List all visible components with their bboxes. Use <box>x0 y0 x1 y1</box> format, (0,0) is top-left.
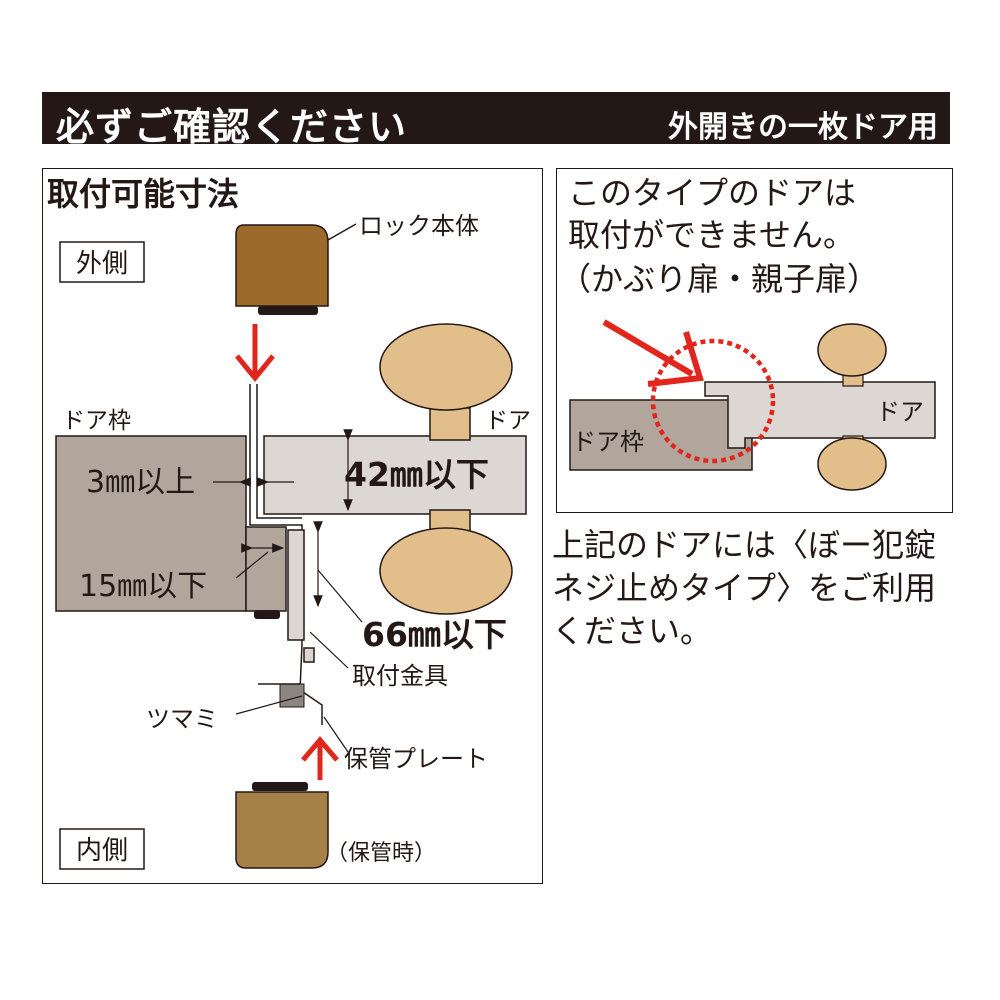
warning-line-2: 取付ができません。 <box>568 216 855 254</box>
inside-label-box <box>59 828 145 870</box>
knob-label: ツマミ <box>146 705 218 733</box>
red-arrow-up-icon <box>301 736 339 780</box>
overlay-frame-label: ドア枠 <box>572 428 644 456</box>
warning-line-1: このタイプのドアは <box>568 174 856 212</box>
outside-label: 外側 <box>76 249 128 279</box>
door-label: ドア <box>485 408 531 434</box>
note-text: 上記のドアには〈ぼー犯錠 ネジ止めタイプ〉をご利用 ください。 <box>552 526 937 650</box>
banner-subtitle: 外開きの一枚ドア用 <box>668 110 938 145</box>
door-block <box>263 435 527 515</box>
red-arrow-down-icon <box>235 324 275 382</box>
header-banner: 必ずご確認ください 外開きの一枚ドア用 <box>42 92 950 149</box>
mounting-bracket <box>249 384 323 725</box>
dim-66mm: 66㎜以下 <box>362 615 507 654</box>
door-frame-block <box>55 435 247 612</box>
warning-line-3: （かぶり扉・親子扉） <box>559 260 879 298</box>
inside-label: 内側 <box>76 836 128 866</box>
dimension-lines <box>213 429 363 753</box>
dim-3mm: 3㎜以上 <box>86 465 195 500</box>
left-heading: 取付可能寸法 <box>47 175 239 213</box>
frame-label: ドア枠 <box>62 408 131 434</box>
banner-title: 必ずご確認ください <box>56 105 408 149</box>
overlay-door-diagram <box>569 323 936 491</box>
plate-label: 保管プレート <box>344 745 488 773</box>
lock-body-stored <box>235 782 329 869</box>
storage-label: （保管時） <box>326 841 436 866</box>
red-pointer-arrow-icon <box>602 319 704 387</box>
lock-body-label: ロック本体 <box>359 212 479 240</box>
outside-label-box <box>59 241 145 283</box>
door-knob-icon <box>379 323 513 615</box>
overlay-door-label: ドア <box>876 398 924 426</box>
dim-15mm: 15㎜以下 <box>79 569 207 604</box>
lock-body <box>235 224 329 315</box>
dim-42mm: 42㎜以下 <box>344 455 489 494</box>
bracket-label: 取付金具 <box>352 662 448 690</box>
knob-part <box>279 683 305 708</box>
